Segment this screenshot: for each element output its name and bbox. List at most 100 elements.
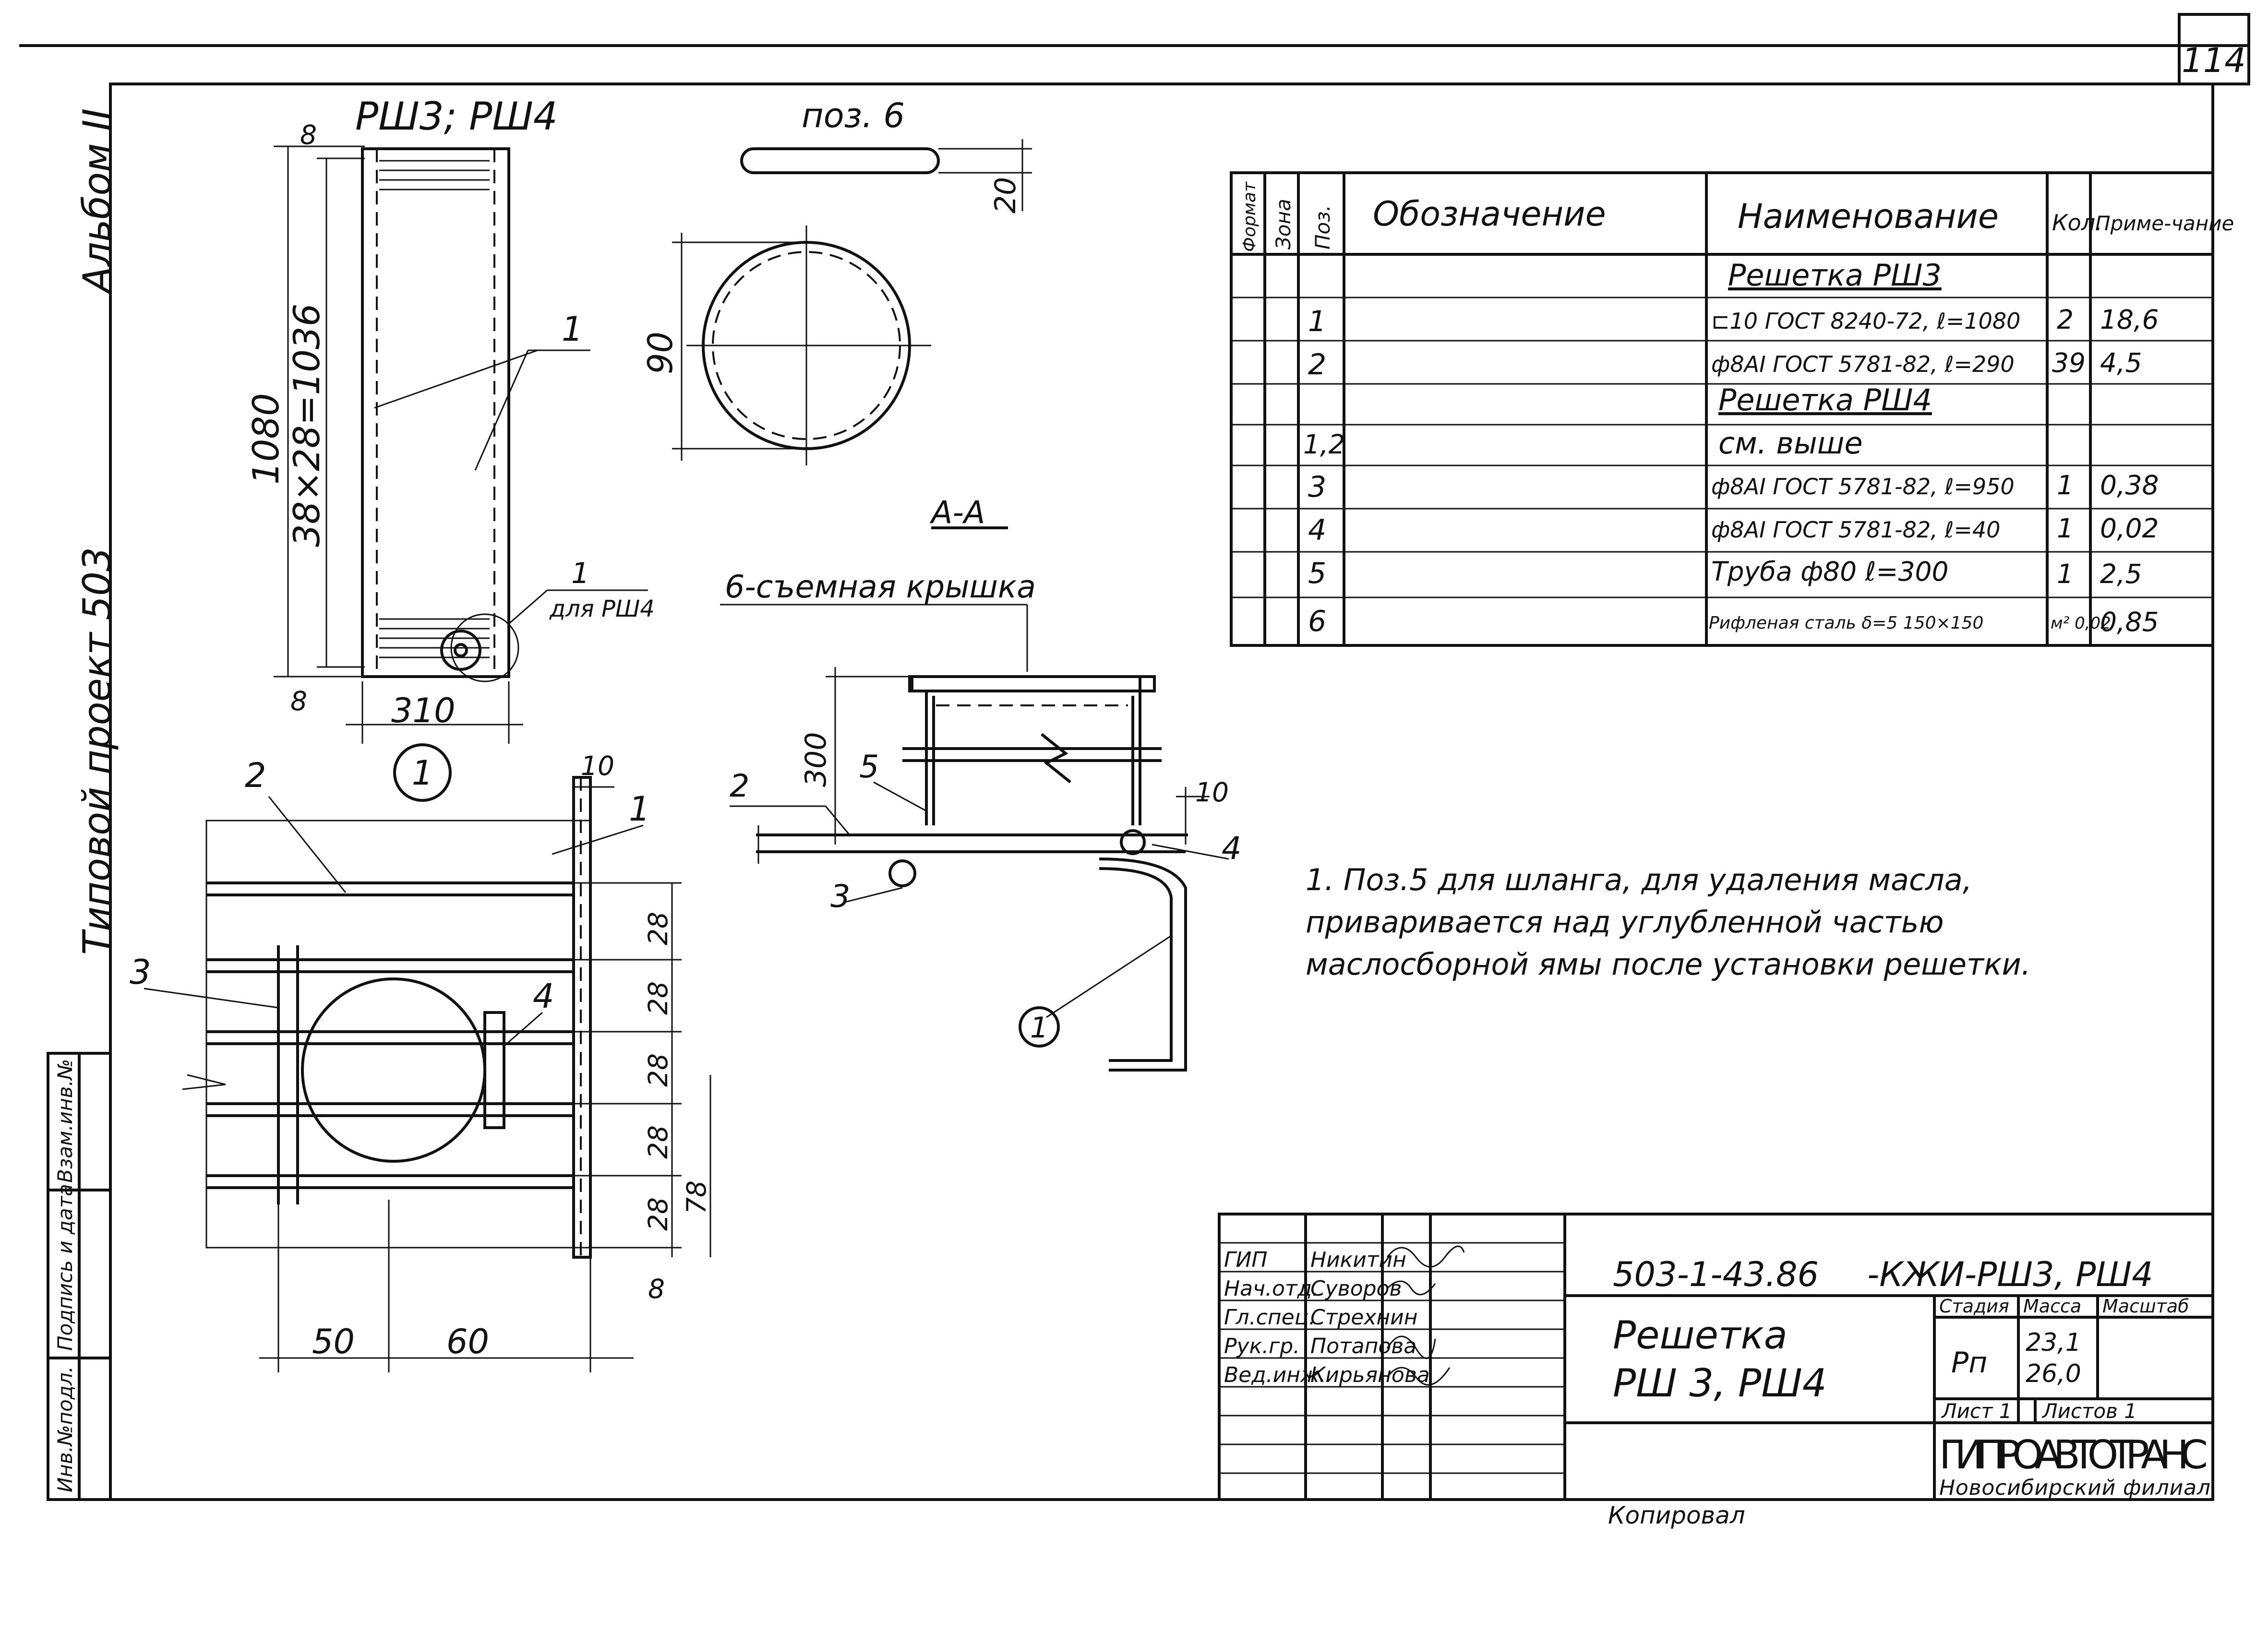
dim-38x28: 38×28=1036 <box>286 304 328 547</box>
mass-value-2: 26,0 <box>2026 1359 2081 1388</box>
callout-1-aa: 1 <box>1030 1011 1048 1045</box>
person-name: Стрехнин <box>1310 1305 1418 1330</box>
plan-label-1: 1 <box>629 789 650 829</box>
row-note: 2,5 <box>2100 559 2142 589</box>
dim-8-plan: 8 <box>648 1274 665 1304</box>
dim-20: 20 <box>989 177 1022 214</box>
row-note: 0,38 <box>2100 470 2159 500</box>
doc-code-suffix: -КЖИ-РШ3, РШ4 <box>1867 1255 2153 1294</box>
row-pos: 3 <box>1308 470 1326 504</box>
row-qty: 2 <box>2057 304 2074 335</box>
role: Нач.отд. <box>1224 1276 1319 1301</box>
project-label: Типовой проект 503 <box>75 547 120 955</box>
stamp-inv: Инв.№подл. <box>53 1366 77 1492</box>
spec-table <box>1230 171 2214 647</box>
signature <box>1386 1280 1436 1296</box>
page-number: 114 <box>2182 41 2246 80</box>
row-pos: 5 <box>1308 557 1326 590</box>
album-label: Альбом II <box>75 108 120 295</box>
row-pos: 6 <box>1308 605 1326 638</box>
row-name: Решетка РШ4 <box>1718 382 1932 417</box>
row-name: Решетка РШ3 <box>1728 258 1942 293</box>
row-note: 0,02 <box>2100 513 2159 544</box>
doc-title-1: Решетка <box>1613 1313 1788 1358</box>
plan-label-2: 2 <box>245 756 266 795</box>
dim-60: 60 <box>446 1322 489 1361</box>
row-name: ф8АI ГОСТ 5781-82, ℓ=40 <box>1711 517 2000 543</box>
role: Вед.инж. <box>1224 1363 1326 1387</box>
title-block <box>1218 1213 2214 1501</box>
role: Гл.спец. <box>1224 1305 1316 1330</box>
signature <box>1386 1335 1436 1359</box>
role: Рук.гр. <box>1224 1334 1300 1358</box>
role: ГИП <box>1224 1248 1268 1272</box>
callout-circle-aa <box>1019 1006 1060 1048</box>
person-name: Никитин <box>1310 1248 1406 1272</box>
note-for-rsh4: для РШ4 <box>549 596 655 622</box>
dim-28-e: 28 <box>643 1197 673 1231</box>
dim-10-plan: 10 <box>581 751 614 781</box>
plan-label-3: 3 <box>130 953 151 992</box>
row-name: ф8АI ГОСТ 5781-82, ℓ=290 <box>1711 351 2015 377</box>
dim-310: 310 <box>391 691 456 730</box>
row-qty: 39 <box>2052 347 2086 378</box>
th-pos: Поз. <box>1311 205 1334 250</box>
dim-28-c: 28 <box>643 1053 673 1087</box>
stamp-replace: Взам.инв.№ <box>53 1059 77 1183</box>
org-name: ГИПРОАВТОТРАНС <box>1939 1432 2208 1478</box>
dim-1080: 1080 <box>245 393 287 485</box>
aa-label-3: 3 <box>830 879 850 915</box>
row-pos: 4 <box>1308 513 1326 547</box>
dim-50: 50 <box>312 1322 355 1361</box>
note-block: 1. Поз.5 для шланга, для удаления масла,… <box>1306 862 2031 982</box>
th-note: Приме-чание <box>2095 212 2234 235</box>
row-note: 0,85 <box>2100 607 2159 637</box>
stamp-sign: Подпись и дата <box>53 1184 77 1351</box>
stage-value: Рп <box>1951 1346 1987 1380</box>
section-label: А-А <box>929 495 985 531</box>
mass-value-1: 23,1 <box>2026 1328 2081 1357</box>
row-pos: 1,2 <box>1303 429 1345 460</box>
leader-1: 1 <box>562 310 583 349</box>
row-name: Труба ф80 ℓ=300 <box>1711 556 1948 587</box>
dim-90: 90 <box>641 332 680 374</box>
row-qty: м² 0,02 <box>2051 614 2111 633</box>
sheet-count: Листов 1 <box>2041 1399 2137 1423</box>
signatures: ГИП Нач.отд. Гл.спец. Рук.гр. Вед.инж. Н… <box>1224 1245 1465 1387</box>
aa-label-2: 2 <box>730 768 749 804</box>
callout-circle-plan <box>393 743 452 802</box>
doc-title-2: РШ 3, РШ4 <box>1613 1361 1827 1406</box>
row-pos: 1 <box>1308 305 1326 338</box>
th-format: Формат <box>1240 181 1260 252</box>
row-qty: 1 <box>2057 513 2074 544</box>
org-branch: Новосибирский филиал <box>1939 1476 2210 1500</box>
left-stamp <box>47 1052 112 1501</box>
view-title-rsh: РШ3; РШ4 <box>355 94 558 139</box>
row-qty: 1 <box>2057 559 2074 589</box>
dim-28-d: 28 <box>643 1125 673 1159</box>
row-name: см. выше <box>1718 426 1863 461</box>
dim-300: 300 <box>799 732 833 787</box>
row-name: ф8АI ГОСТ 5781-82, ℓ=950 <box>1711 474 2015 500</box>
grate-plan-view <box>144 776 711 1372</box>
note-text: 1. Поз.5 для шланга, для удаления масла,… <box>1306 862 2031 982</box>
pos6-title: поз. 6 <box>802 96 905 135</box>
th-zone: Зона <box>1272 199 1295 250</box>
callout-1-plan: 1 <box>412 753 433 793</box>
pos6-view <box>672 139 1032 465</box>
scale-header: Масштаб <box>2102 1296 2189 1317</box>
doc-code: 503-1-43.86 <box>1613 1255 1819 1294</box>
lid-label: 6-съемная крышка <box>725 569 1036 605</box>
grate-side-view <box>274 145 648 744</box>
section-aa <box>720 526 1229 1072</box>
row-note: 4,5 <box>2100 347 2142 378</box>
dim-8-bottom: 8 <box>290 686 307 716</box>
row-qty: 1 <box>2057 470 2074 500</box>
row-name: ⊏10 ГОСТ 8240-72, ℓ=1080 <box>1711 308 2020 334</box>
signature <box>1386 1245 1465 1268</box>
row-pos: 2 <box>1308 348 1326 381</box>
th-designation: Обозначение <box>1373 194 1606 234</box>
dim-10-aa: 10 <box>1195 777 1229 808</box>
dim-28-a: 28 <box>643 912 673 945</box>
sheet-number: Лист 1 <box>1941 1399 2012 1423</box>
